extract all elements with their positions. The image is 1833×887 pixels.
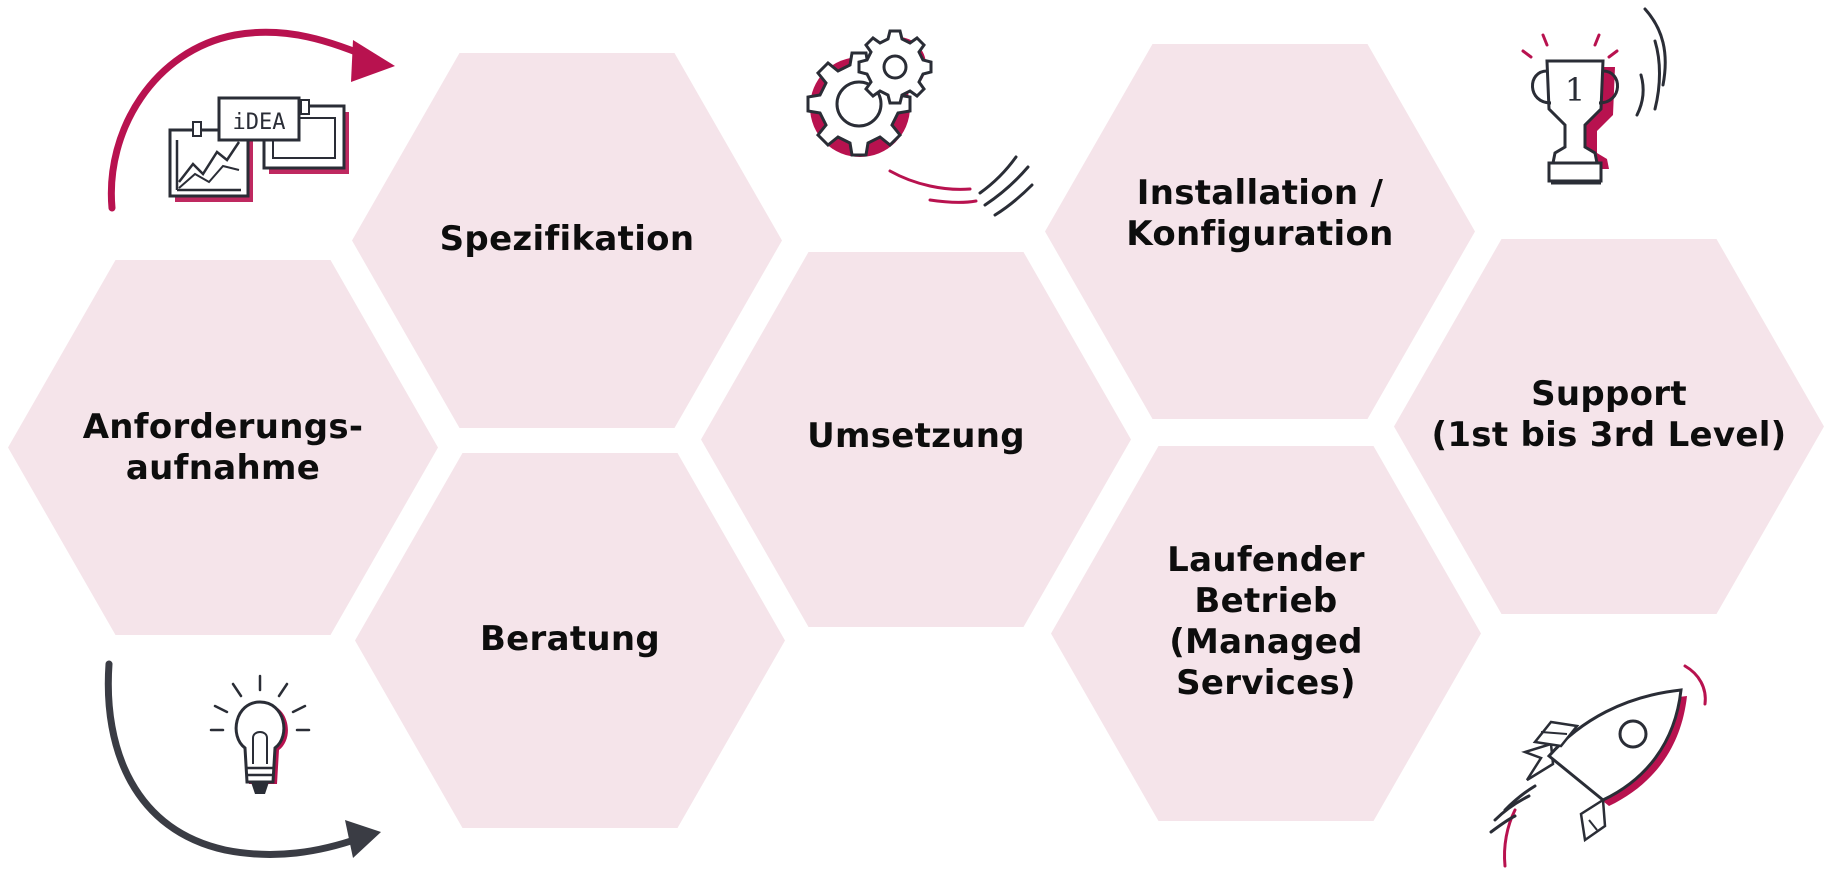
gears-icon <box>806 29 1034 217</box>
step-label: Laufender Betrieb (Managed Services) <box>1167 539 1365 703</box>
step-label: Support (1st bis 3rd Level) <box>1431 373 1787 455</box>
trophy-number: 1 <box>1565 71 1585 109</box>
hex-beratung: Beratung <box>355 453 785 828</box>
hex-spezifikation: Spezifikation <box>352 53 782 428</box>
step-label: Anforderungs- aufnahme <box>82 406 364 488</box>
hex-installation-konfiguration: Installation / Konfiguration <box>1045 44 1475 419</box>
lightbulb-icon <box>209 674 311 794</box>
idea-board-icon: iDEA <box>168 96 349 202</box>
hex-support: Support (1st bis 3rd Level) <box>1394 239 1824 614</box>
rocket-icon <box>1489 664 1707 868</box>
hex-umsetzung: Umsetzung <box>701 252 1131 627</box>
step-label: Spezifikation <box>439 218 695 259</box>
step-label: Installation / Konfiguration <box>1126 173 1394 254</box>
step-label: Umsetzung <box>807 416 1025 456</box>
curved-arrow-top-icon <box>107 28 395 212</box>
idea-board-text: iDEA <box>233 110 286 135</box>
curved-arrow-bottom-icon <box>104 660 381 858</box>
hex-anforderungsaufnahme: Anforderungs- aufnahme <box>8 260 438 635</box>
step-label: Beratung <box>479 619 661 659</box>
trophy-icon: 1 <box>1521 7 1667 185</box>
hex-laufender-betrieb: Laufender Betrieb (Managed Services) <box>1051 446 1481 821</box>
